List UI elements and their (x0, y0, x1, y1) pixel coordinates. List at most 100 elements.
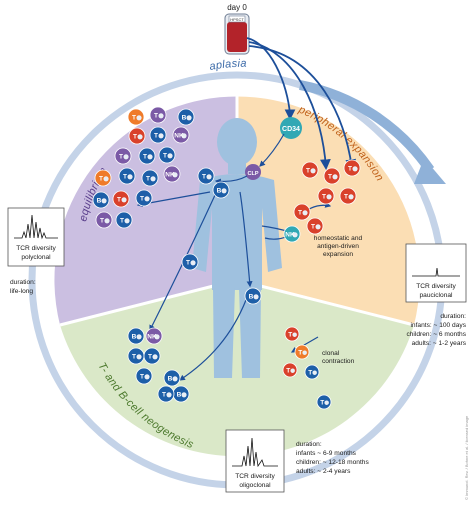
cell-nk-12: NK (163, 165, 181, 183)
cell-label: T (133, 133, 137, 140)
cell-label: T (344, 193, 348, 200)
cell-label: B (132, 333, 137, 340)
clp-label: CLP (248, 171, 259, 177)
cell-nk-29: NK (283, 225, 301, 243)
cell-t-4: T (149, 126, 167, 144)
homeostatic-callout: homeostatic and antigen-driven expansion (314, 235, 363, 258)
oligoclonal-duration-4: adults: ~ 2-4 years (296, 468, 351, 475)
polyclonal-spectratype (14, 214, 58, 240)
cell-t-24: T (343, 159, 361, 177)
pauciclonal-duration-4: adults: ~ 1-2 years (412, 340, 467, 347)
child-silhouette (192, 118, 282, 378)
cell-label: T (146, 175, 150, 182)
cell-label: T (311, 223, 315, 230)
cell-label: T (119, 153, 123, 160)
cell-t-11: T (141, 169, 159, 187)
cell-t-22: T (301, 161, 319, 179)
image-credit: © Immunol. Rev. / Bohne et al. / license… (464, 415, 469, 500)
cell-b-40: B (163, 369, 181, 387)
cd34-cell: CD34 (280, 117, 302, 139)
cell-label: B (217, 187, 222, 194)
cell-label: B (97, 197, 102, 204)
homeostatic-line-2: antigen-driven (317, 243, 359, 250)
cell-label: T (100, 217, 104, 224)
pauciclonal-duration-3: children: ~ 6 months (406, 331, 466, 338)
cell-b-19: B (212, 181, 230, 199)
cell-label: T (154, 112, 158, 119)
cell-t-10: T (118, 167, 136, 185)
day-zero-label: day 0 (227, 3, 247, 12)
cell-label: NK (147, 333, 157, 340)
cell-label: T (320, 399, 324, 406)
cell-label: T (99, 175, 103, 182)
cell-label: T (202, 173, 206, 180)
cell-label: T (143, 153, 147, 160)
cell-label: B (168, 375, 173, 382)
cell-b-35: B (127, 327, 145, 345)
aplasia-label: aplasia (208, 58, 246, 73)
cell-b-2: B (177, 108, 195, 126)
bag-label: HPSCT (230, 17, 244, 22)
cell-t-27: T (293, 203, 311, 221)
cell-label: T (163, 152, 167, 159)
cell-b-21: B (244, 287, 262, 305)
cell-t-18: T (197, 167, 215, 185)
time-ring-arrow-head (414, 158, 446, 184)
cell-t-1: T (149, 106, 167, 124)
time-ring-arrow (299, 80, 435, 173)
cell-label: T (154, 132, 158, 139)
cell-label: T (322, 193, 326, 200)
cell-nk-5: NK (172, 126, 190, 144)
cell-t-0: T (127, 108, 145, 126)
sector-divider-right (236, 278, 415, 327)
cell-label: NK (285, 231, 295, 238)
pauciclonal-box: TCR diversity pauciclonal duration: infa… (405, 243, 467, 347)
equilibrium-duration-1: duration: (10, 279, 36, 286)
cell-label: T (286, 367, 290, 374)
pauciclonal-duration-2: infants: ~ 100 days (410, 322, 466, 329)
cell-label: T (298, 209, 302, 216)
cd34-label: CD34 (282, 126, 300, 133)
cell-t-34: T (316, 394, 332, 410)
clonal-line-2: contraction (322, 358, 355, 365)
polyclonal-title-2: polyclonal (21, 254, 51, 261)
cell-t-8: T (158, 146, 176, 164)
cell-label: B (182, 114, 187, 121)
oligoclonal-duration-1: duration: (296, 441, 322, 448)
pauciclonal-title-1: TCR diversity (416, 283, 456, 290)
cell-label: T (308, 369, 312, 376)
cell-label: T (132, 114, 136, 121)
neogenesis-sector (60, 280, 414, 457)
cell-t-33: T (304, 364, 320, 380)
cell-t-9: T (94, 169, 112, 187)
oligoclonal-box: TCR diversity oligoclonal duration: infa… (225, 429, 369, 493)
homeostatic-line-3: expansion (323, 251, 353, 258)
clp-cell: CLP (245, 164, 261, 180)
infusion-arrows (246, 37, 357, 171)
expansion-sector (237, 95, 420, 325)
cell-t-26: T (339, 187, 357, 205)
oligoclonal-title-1: TCR diversity (235, 473, 275, 480)
cell-t-37: T (127, 347, 145, 365)
cell-label: T (132, 353, 136, 360)
cell-label: B (177, 391, 182, 398)
pauciclonal-spectratype (412, 267, 460, 277)
cell-label: T (140, 373, 144, 380)
polyclonal-title-1: TCR diversity (16, 245, 56, 252)
blood-bag: day 0 HPSCT (224, 3, 250, 55)
oligoclonal-title-2: oligoclonal (239, 482, 271, 489)
cell-t-23: T (323, 167, 341, 185)
oligoclonal-spectratype (232, 437, 278, 468)
cell-t-28: T (306, 217, 324, 235)
cell-t-38: T (143, 347, 161, 365)
cell-label: T (140, 195, 144, 202)
cell-t-3: T (128, 127, 146, 145)
cell-b-41: B (172, 385, 190, 403)
cell-t-32: T (282, 362, 298, 378)
cell-label: T (328, 173, 332, 180)
cell-t-15: T (135, 189, 153, 207)
cell-t-14: T (112, 190, 130, 208)
cell-label: NK (174, 132, 184, 139)
cell-t-7: T (138, 147, 156, 165)
